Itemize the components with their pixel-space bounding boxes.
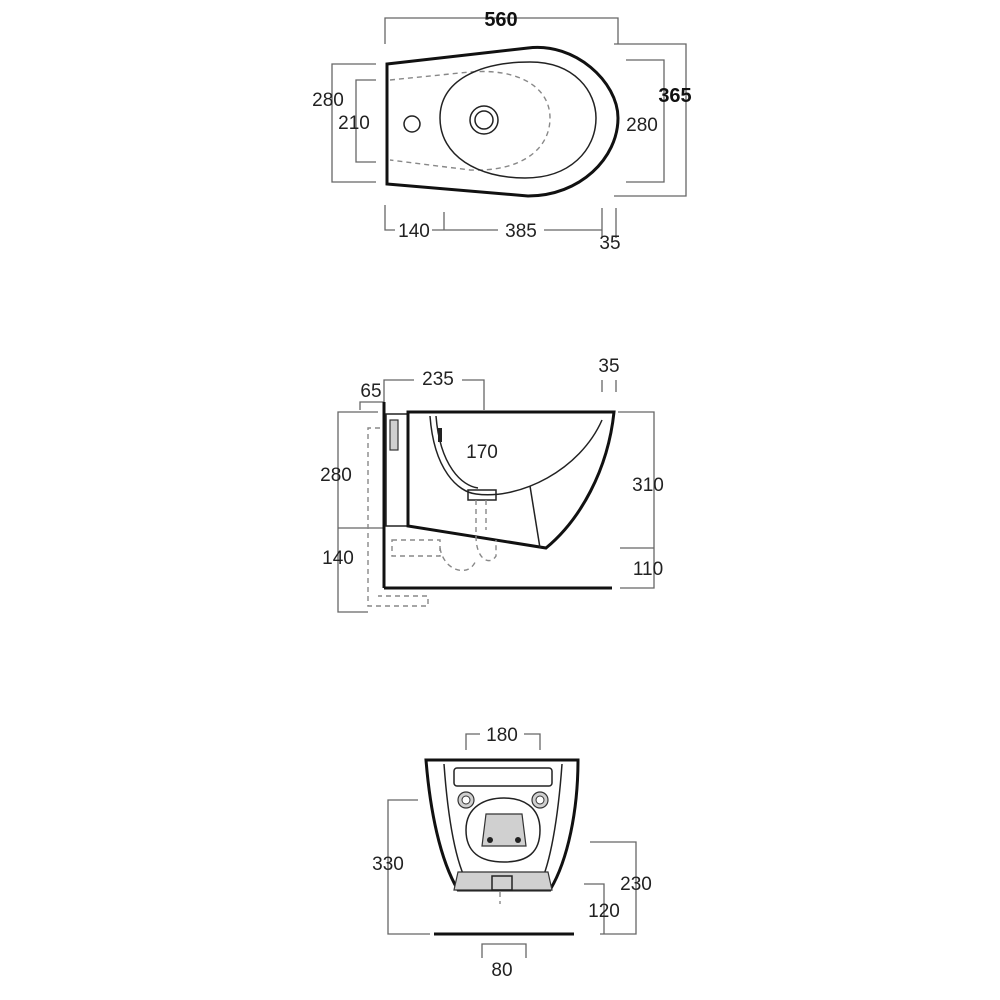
bracket-detail xyxy=(389,419,399,451)
inner-bowl-curve-2 xyxy=(435,415,479,489)
tap-hole xyxy=(403,115,421,133)
dim-line-bottom-width xyxy=(481,943,527,958)
bidet-top-outline xyxy=(385,45,620,198)
trap-dashed xyxy=(475,500,497,562)
dim-line-top-width xyxy=(462,379,485,410)
label-right-height: 280 xyxy=(626,115,658,136)
label-depth-total: 365 xyxy=(658,85,691,107)
frame-dashed xyxy=(367,427,429,607)
rear-central-recess xyxy=(465,797,541,863)
label-bottom-mid: 385 xyxy=(505,221,537,242)
dim-line-top-right xyxy=(524,733,541,750)
inner-bowl-curve xyxy=(429,415,603,496)
dim-line-width-total xyxy=(384,17,619,44)
rear-outlet xyxy=(491,875,513,891)
inlet-dot-left xyxy=(487,837,493,843)
fixing-hole-left-inner xyxy=(461,795,471,805)
bowl-dashed-outline xyxy=(389,70,551,171)
label-top-width: 180 xyxy=(486,725,518,746)
rear-inlet-plate xyxy=(481,813,527,847)
label-left-inner: 210 xyxy=(338,113,370,134)
label-bottom-width: 80 xyxy=(491,960,512,981)
dim-line-left-outer xyxy=(331,63,376,183)
drain-fitting xyxy=(467,489,497,501)
inlet-dot-right xyxy=(515,837,521,843)
label-right-floor: 110 xyxy=(633,559,663,580)
label-left-height: 330 xyxy=(372,854,404,875)
rear-view: 180 330 230 120 80 xyxy=(372,725,652,981)
dim-line-left-inner xyxy=(355,79,376,163)
dim-line-right-upper xyxy=(590,841,637,935)
dim-line-right-lower xyxy=(584,883,605,934)
front-edge xyxy=(529,485,541,549)
label-bottom-left: 140 xyxy=(398,221,430,242)
top-view: 560 280 210 280 365 140 385 35 xyxy=(312,9,692,254)
rear-bottom-band xyxy=(453,871,553,891)
label-width-total: 560 xyxy=(484,9,517,31)
label-left-outer: 280 xyxy=(312,90,344,111)
waste-pipe-dashed xyxy=(391,539,441,557)
jet-mark xyxy=(438,428,442,442)
trap-curve-dashed xyxy=(439,547,477,572)
label-top-offset: 65 xyxy=(360,381,381,402)
dim-line-right xyxy=(618,411,655,589)
dim-line-depth-total xyxy=(614,43,687,197)
dim-line-left xyxy=(337,411,378,613)
label-left-lower: 140 xyxy=(322,548,354,569)
rear-top-recess xyxy=(453,767,553,787)
dim-line-top-left xyxy=(465,733,480,750)
bowl-inner-rim xyxy=(439,61,597,179)
label-top-right: 35 xyxy=(598,356,619,377)
label-right-height: 310 xyxy=(632,475,664,496)
label-left-upper: 280 xyxy=(320,465,352,486)
label-inner-depth: 170 xyxy=(466,442,498,463)
drain-inner xyxy=(474,110,494,130)
dim-line-bottom-left xyxy=(384,205,395,231)
bidet-side-outline xyxy=(406,410,616,550)
label-bottom-right: 35 xyxy=(599,233,620,254)
fixing-hole-right-inner xyxy=(535,795,545,805)
label-right-upper: 230 xyxy=(620,874,652,895)
dim-line-left-height xyxy=(387,799,430,935)
side-view: 65 235 35 170 280 140 310 110 xyxy=(320,356,664,613)
label-right-lower: 120 xyxy=(588,901,620,922)
label-top-width: 235 xyxy=(422,369,454,390)
dim-line-right xyxy=(626,59,665,183)
drain-outer xyxy=(469,105,499,135)
